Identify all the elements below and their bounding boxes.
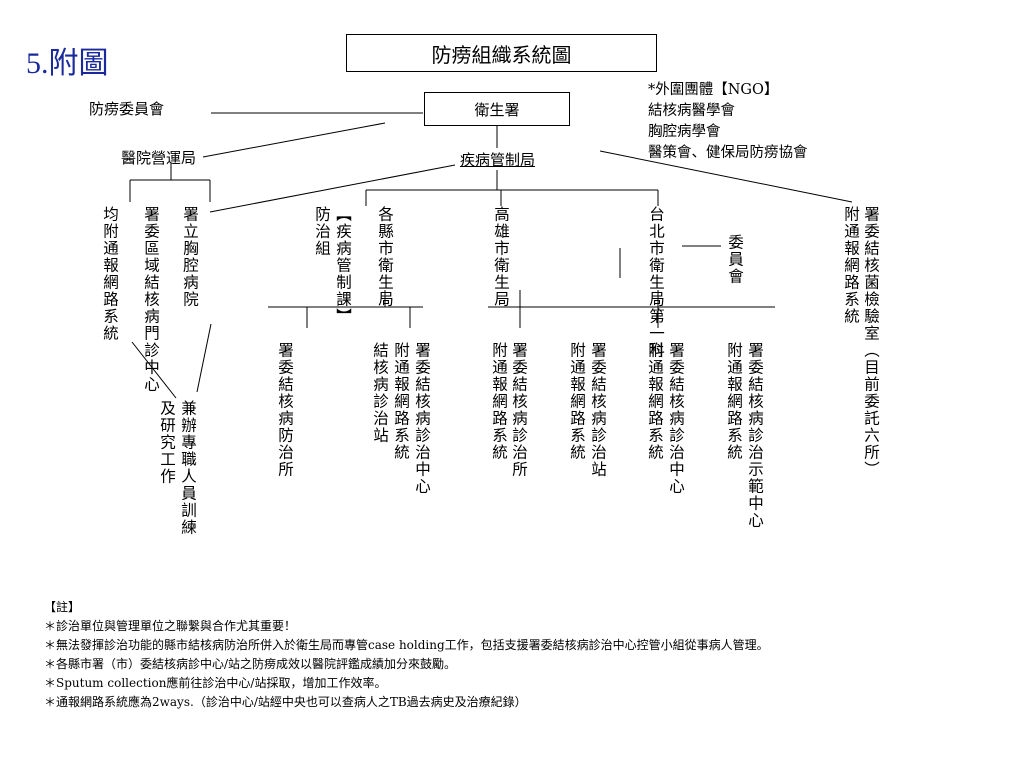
county-center-node: 署委結核病診治中心: [413, 342, 431, 495]
taipei-demo-center-node: 署委結核病診治示範中心: [746, 342, 764, 529]
note-item: ＊通報網路系統應為2ways.（診治中心/站經中央也可以查病人之TB過去病史及治…: [44, 695, 527, 709]
lab-report-note: 附通報網路系統: [842, 206, 860, 325]
taipei-bureau-node: 台北市衛生局第一科: [647, 206, 665, 359]
chest-hospital-node: 署立胸腔病院: [181, 206, 199, 308]
cdc-section-team-note: 防治組: [313, 206, 331, 257]
connector: [196, 323, 212, 393]
note-item: ＊無法發揮診治功能的縣市結核病防治所併入於衛生局而專管case holding工…: [44, 638, 769, 652]
note-item: ＊各縣市署（市）委結核病診中心/站之防痨成效以醫院評鑑成績加分來鼓勵。: [44, 657, 457, 671]
regional-center-node: 署委區域結核病門診中心: [142, 206, 160, 393]
ngo-item: 胸腔病學會: [648, 124, 721, 140]
committee-node: 委員會: [726, 234, 744, 285]
taipei-center-report-note: 附通報網路系統: [646, 342, 664, 461]
connector: [131, 341, 177, 399]
training-node: 兼辦專職人員訓練: [179, 400, 197, 536]
hospital-bureau-node: 醫院營運局: [121, 149, 197, 167]
ngo-list: *外圍團體【NGO】 結核病醫學會 胸腔病學會 醫策會、健保局防痨協會: [648, 80, 808, 164]
doh-node: 衛生署: [424, 92, 570, 126]
diagram-title: 防痨組織系統圖: [346, 34, 657, 72]
regional-center-report-note: 均附通報網路系統: [101, 206, 119, 342]
tb-committee-node: 防痨委員會: [89, 100, 165, 118]
connector: [209, 164, 456, 213]
cdc-node: 疾病管制局: [460, 151, 536, 169]
kaohsiung-bureau-node: 高雄市衛生局: [492, 206, 510, 308]
notes: 【註】 ＊診治單位與管理單位之聯繫與合作尤其重要！ ＊無法發揮診治功能的縣市結核…: [44, 598, 769, 712]
notes-heading: 【註】: [44, 600, 81, 614]
section-title: 5.附圖: [26, 47, 109, 80]
cdc-section-node: 【疾病管制課】: [334, 206, 352, 325]
kaohsiung-station-report-note: 附通報網路系統: [568, 342, 586, 461]
ngo-item: *外圍團體【NGO】: [648, 82, 779, 98]
ngo-item: 結核病醫學會: [648, 103, 735, 119]
kaohsiung-station-node: 署委結核病診治站: [589, 342, 607, 478]
research-note: 及研究工作: [158, 400, 176, 485]
taipei-center-node: 署委結核病診治中心: [667, 342, 685, 495]
note-item: ＊Sputum collection應前往診治中心/站採取，增加工作效率。: [44, 676, 387, 690]
county-station-note: 結核病診治站: [371, 342, 389, 444]
connector: [202, 122, 386, 158]
note-item: ＊診治單位與管理單位之聯繫與合作尤其重要！: [44, 619, 297, 633]
kaohsiung-clinic-report-note: 附通報網路系統: [490, 342, 508, 461]
ngo-item: 醫策會、健保局防痨協會: [648, 145, 808, 161]
kaohsiung-clinic-node: 署委結核病診治所: [510, 342, 528, 478]
county-bureau-node: 各縣市衛生局: [376, 206, 394, 308]
county-clinic-node: 署委結核病防治所: [276, 342, 294, 478]
connector: [599, 150, 853, 203]
taipei-demo-center-report-note: 附通報網路系統: [725, 342, 743, 461]
county-center-report-note: 附通報網路系統: [392, 342, 410, 461]
lab-node: 署委結核菌檢驗室（目前委託六所）: [862, 206, 880, 478]
